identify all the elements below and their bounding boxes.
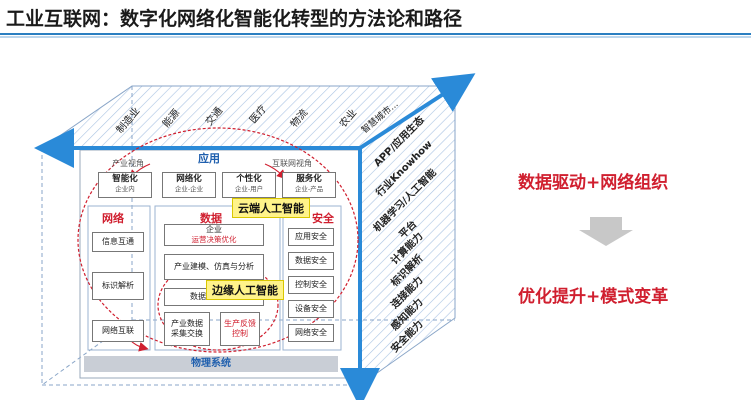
data-modeling: 产业建模、仿真与分析 <box>164 254 264 280</box>
physical-system-bar: 物理系统 <box>84 356 338 372</box>
transform-arrow <box>579 217 633 246</box>
app-item-intelligent: 智能化 企业内 <box>98 172 152 198</box>
data-title: 数据 <box>200 212 222 225</box>
security-item-device: 设备安全 <box>288 300 334 318</box>
page-title: 工业互联网：数字化网络化智能化转型的方法论和路径 <box>6 8 463 30</box>
internet-view-label: 互联网视角 <box>272 159 312 168</box>
network-item-interconnect: 网络互联 <box>92 320 144 342</box>
cloud-cycle <box>77 127 359 353</box>
industry-view-label: 产业视角 <box>112 159 144 168</box>
security-item-app: 应用安全 <box>288 228 334 246</box>
edge-ai-tag: 边缘人工智能 <box>206 280 284 300</box>
slogan-optimize-transform: 优化提升+模式变革 <box>518 287 669 307</box>
application-title: 应用 <box>198 152 220 165</box>
app-item-service: 服务化 企业-产品 <box>282 172 336 198</box>
security-item-control: 控制安全 <box>288 276 334 294</box>
cloud-ai-tag: 云端人工智能 <box>232 198 310 218</box>
security-item-network: 网络安全 <box>288 324 334 342</box>
slogan-data-driven: 数据驱动+网络组织 <box>518 173 669 193</box>
network-title: 网络 <box>102 212 124 225</box>
title-rule <box>0 33 751 38</box>
axis-arrow-up <box>358 73 476 150</box>
data-feedback: 生产反馈控制 <box>220 312 260 346</box>
app-item-networked: 网络化 企业-企业 <box>162 172 216 198</box>
edge-cycle <box>157 259 279 351</box>
security-item-data: 数据安全 <box>288 252 334 270</box>
app-item-personalized: 个性化 企业-用户 <box>222 172 276 198</box>
data-enterprise: 企业 运营决策优化 <box>164 224 264 246</box>
security-title: 安全 <box>312 212 334 225</box>
network-item-info: 信息互通 <box>92 232 144 252</box>
network-item-identifier: 标识解析 <box>92 272 144 300</box>
data-collect: 产业数据采集交换 <box>164 312 210 346</box>
